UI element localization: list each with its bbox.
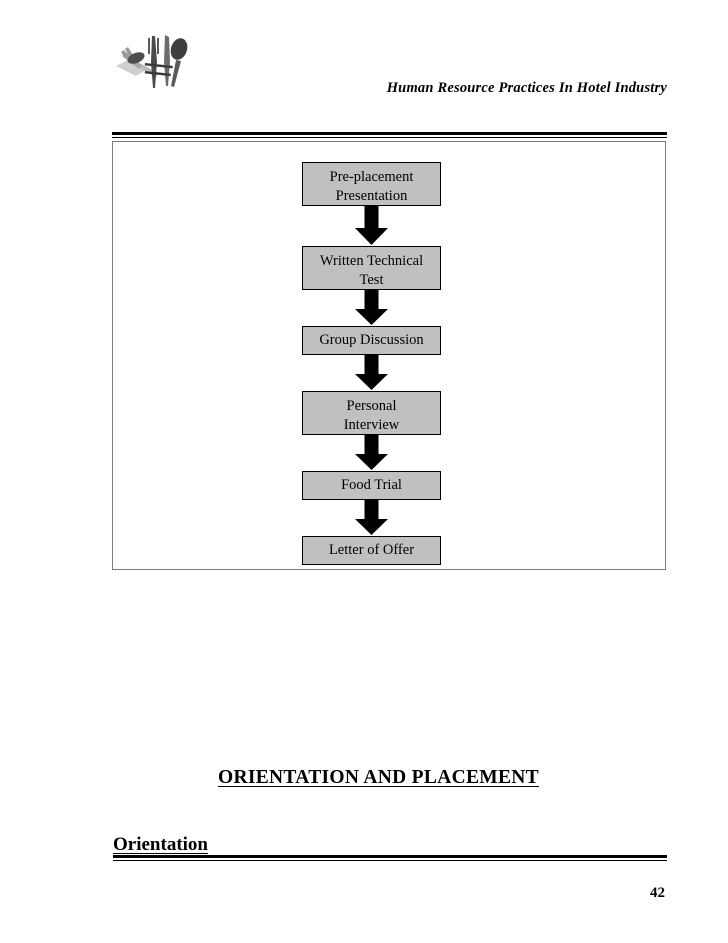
header-rule xyxy=(112,132,667,138)
flow-node-written-technical-test: Written Technical Test xyxy=(302,246,441,290)
flow-node-label-line2: Interview xyxy=(343,416,400,433)
flow-node-label-line2: Test xyxy=(359,271,384,288)
flow-node-label-line1: Letter of Offer xyxy=(328,542,415,558)
footer-rule-thin xyxy=(113,860,667,861)
section-heading-orientation-and-placement: ORIENTATION AND PLACEMENT xyxy=(218,767,539,788)
recruitment-flowchart: Pre-placement Presentation Written Techn… xyxy=(302,162,441,565)
flow-arrow-down-3 xyxy=(355,355,388,390)
header-rule-thick xyxy=(112,132,667,135)
page-footer: 42 xyxy=(113,855,667,915)
flow-node-group-discussion: Group Discussion xyxy=(302,326,441,355)
footer-rule xyxy=(113,855,667,861)
flow-arrow-down-1 xyxy=(355,206,388,245)
flow-node-label-line1: Food Trial xyxy=(341,477,402,493)
flow-node-food-trial: Food Trial xyxy=(302,471,441,500)
flow-node-personal-interview: Personal Interview xyxy=(302,391,441,435)
flow-arrow-down-4 xyxy=(355,435,388,470)
flow-arrow-down-2 xyxy=(355,290,388,325)
flow-node-label-line1: Written Technical xyxy=(319,253,424,269)
flow-node-label-line1: Group Discussion xyxy=(319,332,424,348)
flowchart-frame: Pre-placement Presentation Written Techn… xyxy=(112,141,666,570)
page-number: 42 xyxy=(650,885,665,901)
flow-node-label-line1: Personal xyxy=(346,398,397,414)
section-subheading-orientation: Orientation xyxy=(113,834,208,855)
footer-rule-thick xyxy=(113,855,667,858)
page-header: Human Resource Practices In Hotel Indust… xyxy=(112,32,667,138)
flow-arrow-down-5 xyxy=(355,500,388,535)
flow-node-label-line2: Presentation xyxy=(335,187,408,204)
page-title: Human Resource Practices In Hotel Indust… xyxy=(386,80,667,96)
flow-node-pre-placement-presentation: Pre-placement Presentation xyxy=(302,162,441,206)
header-rule-thin xyxy=(112,137,667,138)
flow-node-letter-of-offer: Letter of Offer xyxy=(302,536,441,565)
cutlery-logo-icon xyxy=(112,32,200,94)
flow-node-label-line1: Pre-placement xyxy=(329,169,414,185)
